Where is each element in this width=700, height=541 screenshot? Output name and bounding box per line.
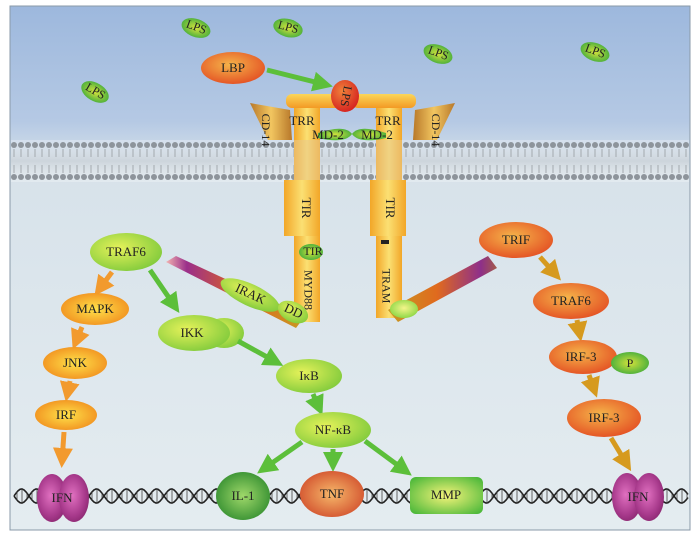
arrow-trif-to-traf6 (538, 255, 562, 281)
ikk-node: IKK (158, 315, 244, 351)
cd14-right-shape (413, 103, 455, 140)
irf3-node: IRF-3 (567, 399, 641, 437)
lbp-label: LBP (221, 60, 245, 75)
tir-right-label: TIR (383, 198, 398, 219)
lps-molecules: LPS LPS LPS LPS LPS (81, 17, 610, 103)
bound-lps-shape (331, 80, 359, 112)
traf6-left-label: TRAF6 (106, 244, 146, 259)
arrow-irf3p-to-irf3 (580, 374, 600, 398)
trr-right-label: TRR (375, 113, 401, 128)
il1-label: IL-1 (231, 488, 254, 503)
ifn-right-label: IFN (628, 489, 650, 504)
arrow-nfkb-to-il1 (257, 439, 304, 474)
ikk-label: IKK (180, 325, 204, 340)
irf-node: IRF (35, 400, 97, 430)
cd14-right-label: CD-14 (429, 114, 443, 147)
tlr4-receptor-complex: CD-14 CD-14 TIR TIR TRR TRR MD-2 MD-2 LP… (250, 80, 455, 322)
arrow-ikb-to-nfkb (305, 392, 324, 416)
traf6-right-label: TRAF6 (551, 293, 591, 308)
md2-right-shape (352, 128, 386, 141)
arrow-jnk-to-irf (59, 380, 80, 402)
arrow-irf3-to-ifn (608, 436, 632, 472)
tnf-node: TNF (300, 471, 364, 517)
ifn-right-node: IFN (612, 473, 664, 521)
traf6-right-node: TRAF6 (533, 283, 609, 319)
tram-label: TRAM (379, 269, 393, 304)
irf3-phos-label: IRF-3 (565, 349, 596, 364)
phosphate-label: P (627, 356, 634, 370)
trif-label: TRIF (502, 232, 530, 247)
ifn-left-label: IFN (52, 490, 74, 505)
tir-left-box (284, 180, 320, 236)
trr-left-label: TRR (289, 113, 315, 128)
arrow-mapk-to-jnk (71, 326, 90, 350)
traf6-left-node: TRAF6 (90, 233, 162, 271)
md2-left-shape (318, 128, 352, 141)
phosphate-node: P (611, 352, 649, 374)
arrow-traf6-to-irf3 (567, 319, 588, 342)
irf3-phos-node: IRF-3 (549, 340, 617, 374)
tir-left-label: TIR (299, 198, 314, 219)
myd88-label: MYD88 (301, 270, 315, 310)
myd88-tir-blob (299, 244, 323, 260)
tir-right-box (370, 180, 406, 236)
lbp-node: LBP (201, 52, 265, 84)
arrow-traf6-to-mapk (94, 270, 115, 296)
trr-right-top-bar (352, 94, 416, 108)
lps-label: LPS (184, 17, 208, 37)
tram-tip-blob (390, 300, 418, 318)
arrow-irf-to-ifn (52, 431, 73, 468)
bound-lps-label: LPS (338, 85, 355, 108)
dd-label: DD (282, 300, 305, 322)
cell-membrane (11, 140, 689, 182)
irf-label: IRF (56, 407, 76, 422)
cd14-left-shape (250, 103, 292, 140)
md2-left-label: MD-2 (312, 127, 344, 142)
lps-label: LPS (583, 41, 607, 61)
arrow-nfkb-to-mmp (363, 438, 412, 476)
mmp-node: MMP (410, 477, 483, 514)
jnk-node: JNK (43, 347, 107, 379)
arrow-lbp-to-lps (266, 67, 333, 92)
irf3-label: IRF-3 (588, 410, 619, 425)
lps-label: LPS (426, 43, 450, 63)
nfkb-label: NF-κB (315, 422, 351, 437)
trif-node: TRIF (479, 222, 553, 258)
ikb-label: IκB (299, 368, 319, 383)
md2-right-label: MD-2 (361, 127, 393, 142)
mmp-label: MMP (431, 487, 461, 502)
nfkb-node: NF-κB (295, 412, 371, 448)
arrow-traf6-to-ikk (147, 268, 180, 313)
cd14-left-label: CD-14 (259, 114, 273, 147)
dd-node: DD (277, 300, 309, 324)
arrow-ikk-to-ikb (236, 338, 284, 366)
il1-node: IL-1 (216, 472, 270, 520)
mapk-label: MAPK (76, 301, 114, 316)
mapk-node: MAPK (61, 293, 129, 325)
ikb-node: IκB (276, 359, 342, 393)
lps-label: LPS (277, 17, 301, 36)
tnf-label: TNF (320, 486, 345, 501)
myd88-tir-label: TIR (303, 244, 322, 258)
jnk-label: JNK (63, 355, 87, 370)
ifn-left-node: IFN (37, 474, 89, 522)
